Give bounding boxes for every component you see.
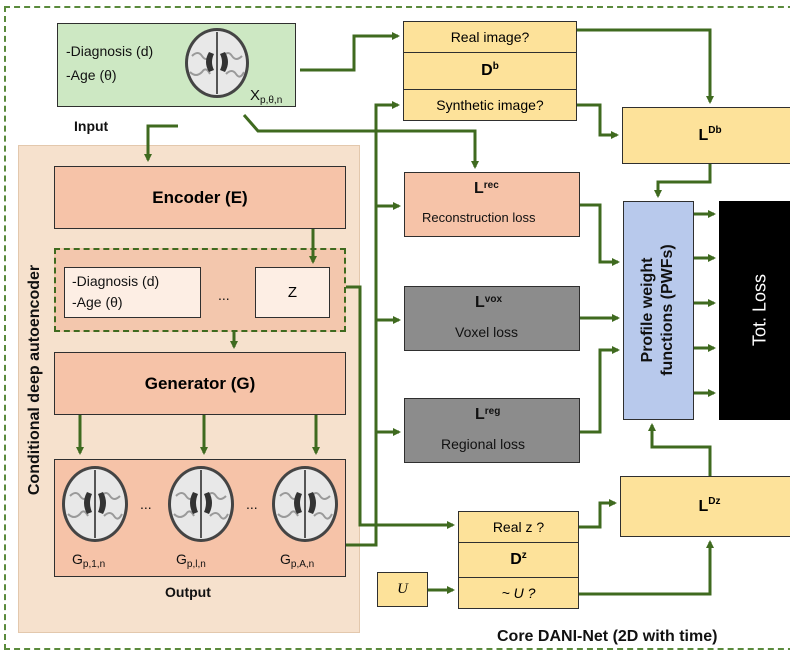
- lrec-title: Lrec: [474, 180, 499, 198]
- pwf-line-2: functions (PWFs): [659, 244, 676, 376]
- core-frame: [4, 6, 790, 650]
- lreg-sup: reg: [484, 406, 501, 417]
- lrec-main: L: [474, 180, 484, 197]
- pwf-line-1: Profile weight: [639, 257, 656, 363]
- lreg-main: L: [475, 406, 485, 423]
- input-brain-image: [185, 28, 249, 98]
- output-g1-sub: p,1,n: [82, 559, 106, 570]
- db-real-cell: Real image?: [403, 21, 577, 53]
- input-x-main: X: [250, 87, 261, 104]
- latent-ellipsis: ...: [218, 287, 230, 303]
- output-label-g1: Gp,1,n: [72, 551, 106, 570]
- input-x-symbol: Xp,θ,n: [250, 87, 283, 106]
- lrec-box: [404, 172, 580, 237]
- ldb-sup: Db: [708, 125, 722, 136]
- output-label-ga: Gp,A,n: [280, 551, 315, 570]
- output-ellipsis-1: ...: [140, 496, 152, 512]
- output-label-gl: Gp,l,n: [176, 551, 206, 570]
- dz-real-cell: Real z ?: [458, 511, 579, 543]
- latent-diagnosis: -Diagnosis (d): [72, 273, 160, 289]
- lrec-sup: rec: [483, 180, 499, 191]
- generator-box: Generator (G): [54, 352, 346, 415]
- lvox-title: Lvox: [475, 294, 502, 312]
- dz-main-text: D: [510, 551, 522, 568]
- db-main-sup: b: [492, 60, 499, 72]
- input-x-sub: p,θ,n: [260, 95, 283, 106]
- input-label: Input: [74, 118, 109, 134]
- input-age: -Age (θ): [66, 67, 117, 83]
- total-loss-label: Tot. Loss: [749, 273, 770, 347]
- output-ga-main: G: [280, 551, 291, 567]
- lreg-desc: Regional loss: [441, 436, 526, 452]
- latent-z-box: Z: [255, 267, 330, 318]
- output-brain-image-1: [62, 466, 128, 542]
- latent-conditions-box: [64, 267, 201, 318]
- output-ellipsis-2: ...: [246, 496, 258, 512]
- u-box: U: [377, 572, 428, 607]
- output-label: Output: [165, 584, 211, 600]
- output-brain-image-3: [272, 466, 338, 542]
- input-box: [57, 23, 296, 107]
- pwf-box: [623, 201, 694, 420]
- output-gl-main: G: [176, 551, 187, 567]
- lrec-desc: Reconstruction loss: [422, 210, 536, 225]
- autoencoder-label: Conditional deep autoencoder: [26, 264, 43, 496]
- db-main-text: D: [481, 62, 493, 79]
- dz-uniform-cell: ~ U ?: [458, 577, 579, 609]
- dz-main-sup: z: [521, 549, 527, 561]
- ldz-main: L: [698, 497, 709, 515]
- input-diagnosis: -Diagnosis (d): [66, 43, 154, 59]
- output-ga-sub: p,A,n: [290, 559, 315, 570]
- lvox-sup: vox: [484, 294, 503, 305]
- pwf-label: Profile weight functions (PWFs): [638, 244, 678, 376]
- total-loss-box: [719, 201, 790, 420]
- output-gl-sub: p,l,n: [186, 559, 206, 570]
- lvox-desc: Voxel loss: [455, 324, 519, 340]
- lreg-title: Lreg: [475, 406, 500, 424]
- lvox-main: L: [475, 294, 485, 311]
- ldz-sup: Dz: [708, 496, 721, 507]
- db-synth-cell: Synthetic image?: [403, 89, 577, 121]
- latent-age: -Age (θ): [72, 294, 123, 310]
- output-g1-main: G: [72, 551, 83, 567]
- ldb-main: L: [698, 126, 709, 144]
- footer-title: Core DANI-Net (2D with time): [497, 628, 718, 645]
- encoder-box: Encoder (E): [54, 166, 346, 229]
- output-brain-image-2: [168, 466, 234, 542]
